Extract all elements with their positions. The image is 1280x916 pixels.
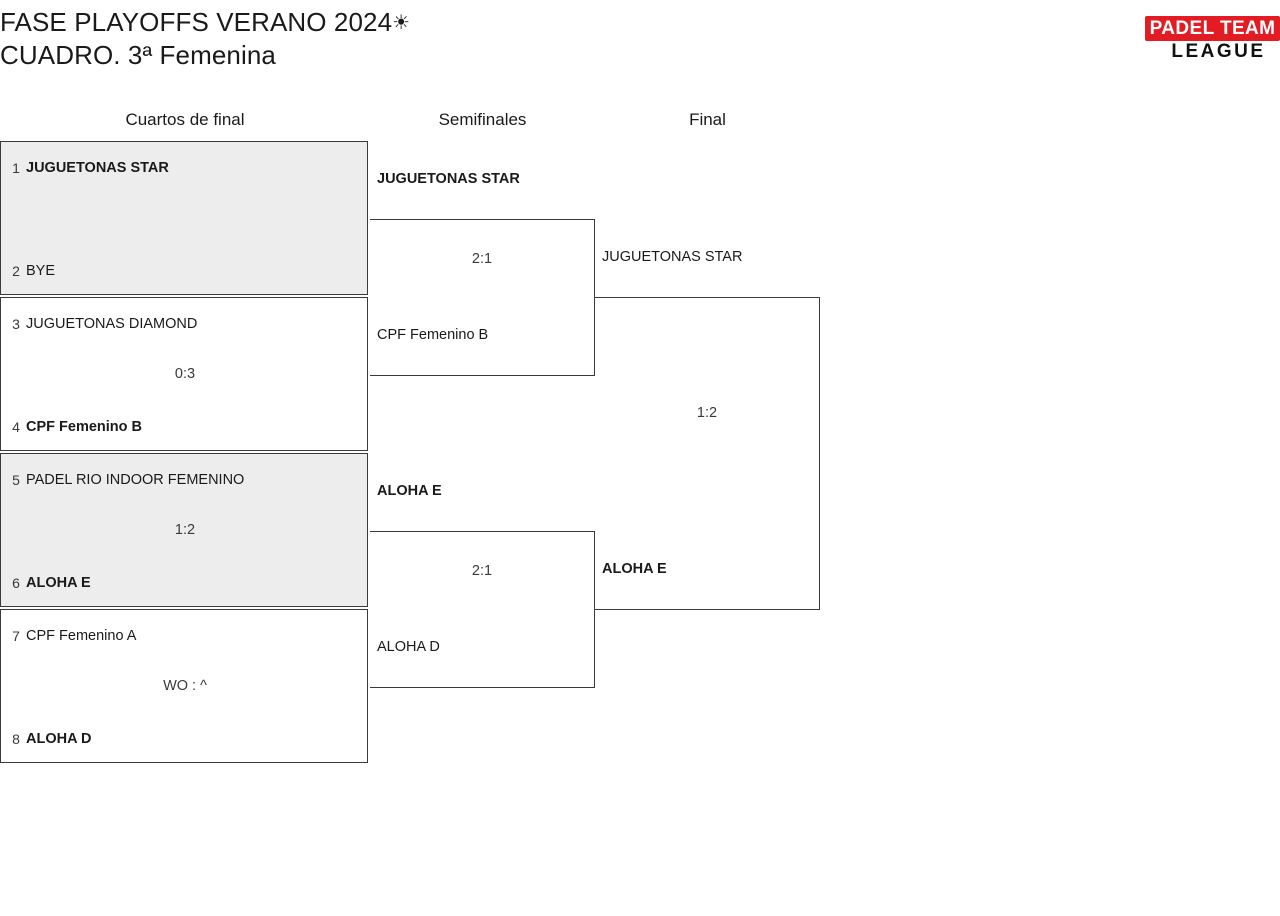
page-header: FASE PLAYOFFS VERANO 2024☀ CUADRO. 3ª Fe… <box>0 0 1280 90</box>
team-name[interactable]: ALOHA E <box>26 575 91 591</box>
tournament-title-line-1: FASE PLAYOFFS VERANO 2024☀ <box>0 6 410 39</box>
seed-number: 1 <box>12 160 20 176</box>
seed-number: 7 <box>12 628 20 644</box>
match-score: 1:2 <box>174 522 196 538</box>
logo-bottom-text: LEAGUE <box>1171 41 1266 62</box>
semifinal-2-bottom-team[interactable]: ALOHA D <box>377 639 440 655</box>
team-name[interactable]: BYE <box>26 263 56 279</box>
semifinal-match-1[interactable]: 2:1 <box>370 219 595 376</box>
round-header-final: Final <box>689 110 726 129</box>
seed-number: 8 <box>12 731 20 747</box>
team-name[interactable]: ALOHA D <box>26 731 92 747</box>
round-header-quarterfinals: Cuartos de final <box>125 110 245 129</box>
sun-icon: ☀ <box>392 12 411 34</box>
team-name[interactable]: JUGUETONAS STAR <box>26 160 169 176</box>
padel-team-league-logo: PADEL TEAM LEAGUE <box>1145 16 1280 64</box>
team-name[interactable]: CPF Femenino A <box>26 628 137 644</box>
quarterfinal-match-3[interactable]: 5 PADEL RIO INDOOR FEMENINO 1:2 6 ALOHA … <box>0 453 368 607</box>
seed-number: 5 <box>12 472 20 488</box>
semifinal-1-bottom-team[interactable]: CPF Femenino B <box>377 327 489 343</box>
team-name[interactable]: CPF Femenino B <box>26 419 143 435</box>
tournament-title-line-2: CUADRO. 3ª Femenina <box>0 39 276 70</box>
quarterfinal-match-2[interactable]: 3 JUGUETONAS DIAMOND 0:3 4 CPF Femenino … <box>0 297 368 451</box>
match-score: 2:1 <box>471 563 493 579</box>
logo-top-text: PADEL TEAM <box>1145 16 1280 41</box>
match-score: WO : ^ <box>163 678 207 694</box>
seed-number: 2 <box>12 263 20 279</box>
title-block: FASE PLAYOFFS VERANO 2024☀ CUADRO. 3ª Fe… <box>0 6 410 72</box>
semifinal-match-2[interactable]: 2:1 <box>370 531 595 688</box>
team-name[interactable]: PADEL RIO INDOOR FEMENINO <box>26 472 245 488</box>
round-header-semifinals: Semifinales <box>438 110 527 129</box>
tournament-title-text: FASE PLAYOFFS VERANO 2024 <box>0 7 393 37</box>
quarterfinal-match-1[interactable]: 1 JUGUETONAS STAR 2 BYE <box>0 141 368 295</box>
final-match[interactable] <box>595 297 820 610</box>
quarterfinal-match-4[interactable]: 7 CPF Femenino A WO : ^ 8 ALOHA D <box>0 609 368 763</box>
final-top-team[interactable]: JUGUETONAS STAR <box>602 249 743 265</box>
seed-number: 4 <box>12 419 20 435</box>
match-score: 0:3 <box>174 366 196 382</box>
match-score: 2:1 <box>471 251 493 267</box>
semifinal-2-top-team[interactable]: ALOHA E <box>377 483 442 499</box>
final-bottom-team[interactable]: ALOHA E <box>602 561 667 577</box>
match-score: 1:2 <box>696 405 718 421</box>
semifinal-1-top-team[interactable]: JUGUETONAS STAR <box>377 171 520 187</box>
team-name[interactable]: JUGUETONAS DIAMOND <box>26 316 198 332</box>
seed-number: 6 <box>12 575 20 591</box>
seed-number: 3 <box>12 316 20 332</box>
